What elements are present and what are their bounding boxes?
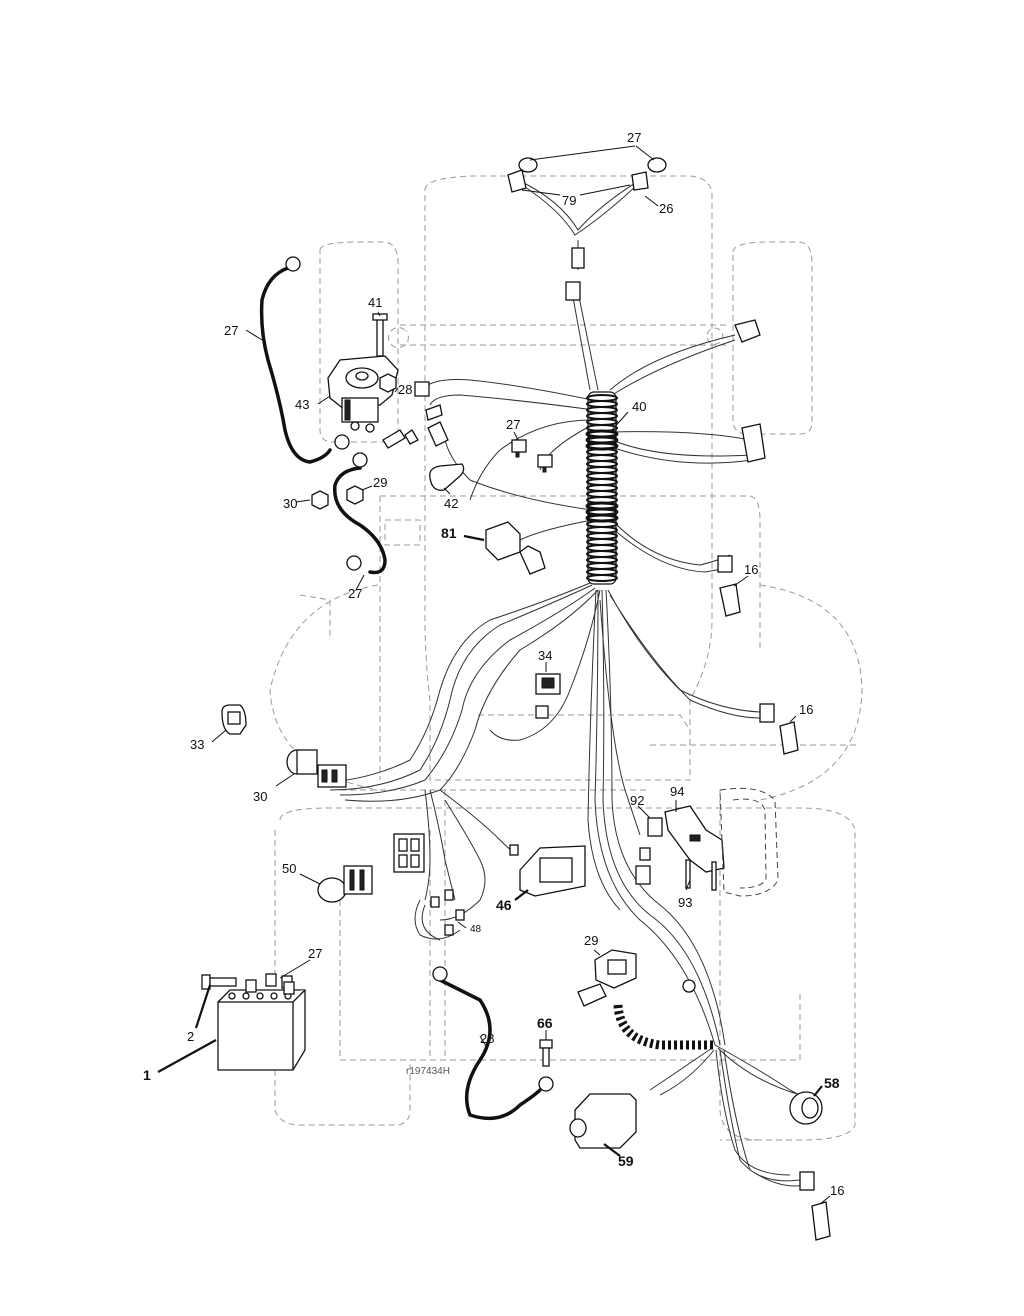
hex-nut xyxy=(311,373,397,510)
label-2: 2 xyxy=(187,1029,194,1044)
ignition-switch xyxy=(286,749,347,788)
label-22: 27 xyxy=(627,130,641,145)
label-41: 41 xyxy=(368,295,382,310)
label-43: 43 xyxy=(295,397,309,412)
label-28-text: 28 xyxy=(480,1031,494,1046)
label-79: 79 xyxy=(562,193,576,208)
relay xyxy=(485,521,546,575)
starter-solenoid xyxy=(327,355,399,433)
battery-cable-red xyxy=(332,452,387,575)
tractor-ghost-outline xyxy=(269,175,863,1141)
terminal-boot xyxy=(382,381,449,449)
label-26: 27 xyxy=(506,417,520,432)
ignition-key xyxy=(221,704,247,735)
label-27: 30 xyxy=(283,496,297,511)
label-24: 27 xyxy=(224,323,238,338)
interlock-switch xyxy=(577,949,696,1007)
coil-ring xyxy=(586,574,618,582)
headlight-bulb xyxy=(518,157,667,173)
coiled-harness-sleeve xyxy=(585,391,619,585)
label-1: 1 xyxy=(143,1067,151,1083)
label-29-text: 29 xyxy=(584,933,598,948)
seat-bracket xyxy=(719,787,779,897)
label-93: 93 xyxy=(678,895,692,910)
label-16: 16 xyxy=(799,702,813,717)
label-94: 94 xyxy=(670,784,684,799)
label-58: 58 xyxy=(824,1075,840,1091)
safety-switch-plug xyxy=(635,817,663,885)
label-50: 50 xyxy=(282,861,296,876)
part-labels: 27 79 26 27 41 28 43 29 30 27 40 27 42 8… xyxy=(143,130,844,1198)
leader-lines xyxy=(157,145,831,1205)
ground-cable xyxy=(432,966,554,1121)
hour-meter xyxy=(519,845,586,897)
label-21: 26 xyxy=(659,201,673,216)
wire-terminal xyxy=(430,844,519,936)
label-34: 34 xyxy=(538,648,552,663)
label-48: 48 xyxy=(470,924,482,935)
mounting-screw xyxy=(685,859,717,891)
label-46: 46 xyxy=(496,897,512,913)
label-27: 28 xyxy=(398,382,412,397)
battery-cable-black xyxy=(259,256,350,464)
label-42: 42 xyxy=(444,496,458,511)
fuse-holder xyxy=(511,439,553,473)
drawing-code: r197434H xyxy=(406,1066,450,1077)
pto-switch xyxy=(317,865,373,903)
headlight-socket xyxy=(507,169,649,193)
connector-plug xyxy=(565,247,766,463)
battery-bolt xyxy=(201,974,237,990)
lower-coiled-sleeve xyxy=(613,1004,715,1050)
label-16: 16 xyxy=(744,562,758,577)
label-81: 81 xyxy=(441,525,457,541)
label-59: 59 xyxy=(618,1153,634,1169)
light-connector xyxy=(717,555,831,1241)
toggle-switch xyxy=(535,673,561,719)
ignition-module xyxy=(569,1093,637,1149)
label-16: 16 xyxy=(830,1183,844,1198)
seat-safety-switch xyxy=(664,805,725,873)
ground-bolt xyxy=(539,1039,553,1067)
label-25: 27 xyxy=(348,586,362,601)
wire-harness xyxy=(319,179,806,1187)
label-27-battery: 27 xyxy=(308,946,322,961)
alarm-buzzer xyxy=(789,1091,823,1125)
solenoid-bolt xyxy=(372,313,388,357)
label-27: 29 xyxy=(373,475,387,490)
label-30-text: 30 xyxy=(253,789,267,804)
label-33: 33 xyxy=(190,737,204,752)
label-92: 92 xyxy=(630,793,644,808)
terminal-cover xyxy=(429,463,465,491)
label-66: 66 xyxy=(537,1015,553,1031)
label-40: 40 xyxy=(632,399,646,414)
connector-block xyxy=(393,833,425,873)
battery xyxy=(217,979,306,1071)
